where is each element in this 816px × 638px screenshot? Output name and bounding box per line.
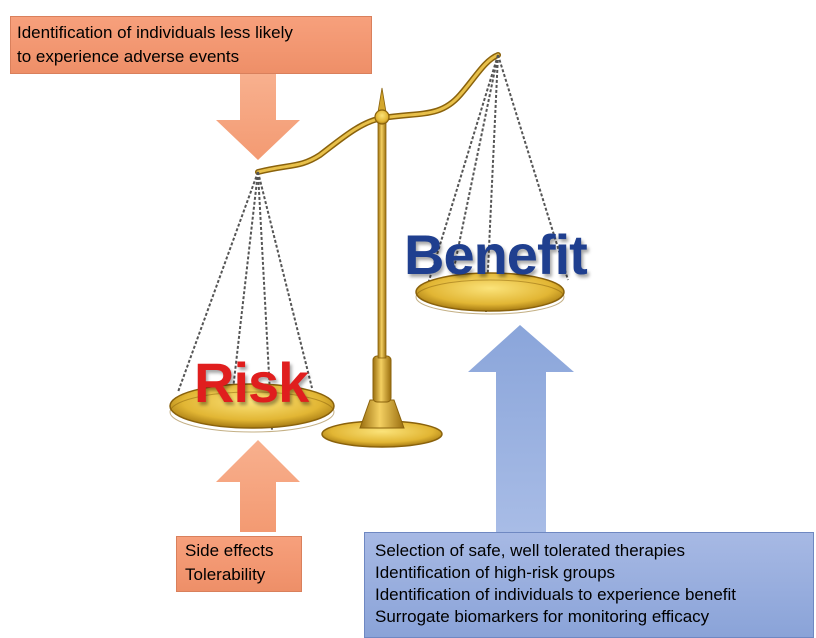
benefit-factors-box: Selection of safe, well tolerated therap…	[364, 532, 814, 638]
benefit-line-4: Surrogate biomarkers for monitoring effi…	[375, 607, 710, 626]
adverse-events-line-1: Identification of individuals less likel…	[17, 23, 293, 42]
side-effects-line-2: Tolerability	[185, 565, 266, 584]
scale-knob	[372, 355, 392, 403]
risk-label: Risk	[194, 351, 309, 414]
benefit-line-3: Identification of individuals to experie…	[375, 585, 737, 604]
benefit-label: Benefit	[404, 223, 588, 286]
side-effects-box: Side effects Tolerability	[176, 536, 302, 592]
adverse-events-line-2: to experience adverse events	[17, 47, 240, 66]
up-arrow-left	[216, 440, 300, 532]
right-pan-chains	[427, 54, 569, 313]
scale-pillar	[377, 115, 387, 359]
up-arrow-right	[468, 325, 574, 532]
side-effects-line-1: Side effects	[185, 541, 274, 560]
scale-spire	[377, 87, 387, 113]
down-arrow-top	[216, 74, 300, 160]
scale-pivot	[374, 109, 390, 125]
benefit-line-1: Selection of safe, well tolerated therap…	[375, 541, 685, 560]
scale-foot	[359, 399, 405, 429]
adverse-events-box: Identification of individuals less likel…	[10, 16, 372, 74]
benefit-line-2: Identification of high-risk groups	[375, 563, 616, 582]
